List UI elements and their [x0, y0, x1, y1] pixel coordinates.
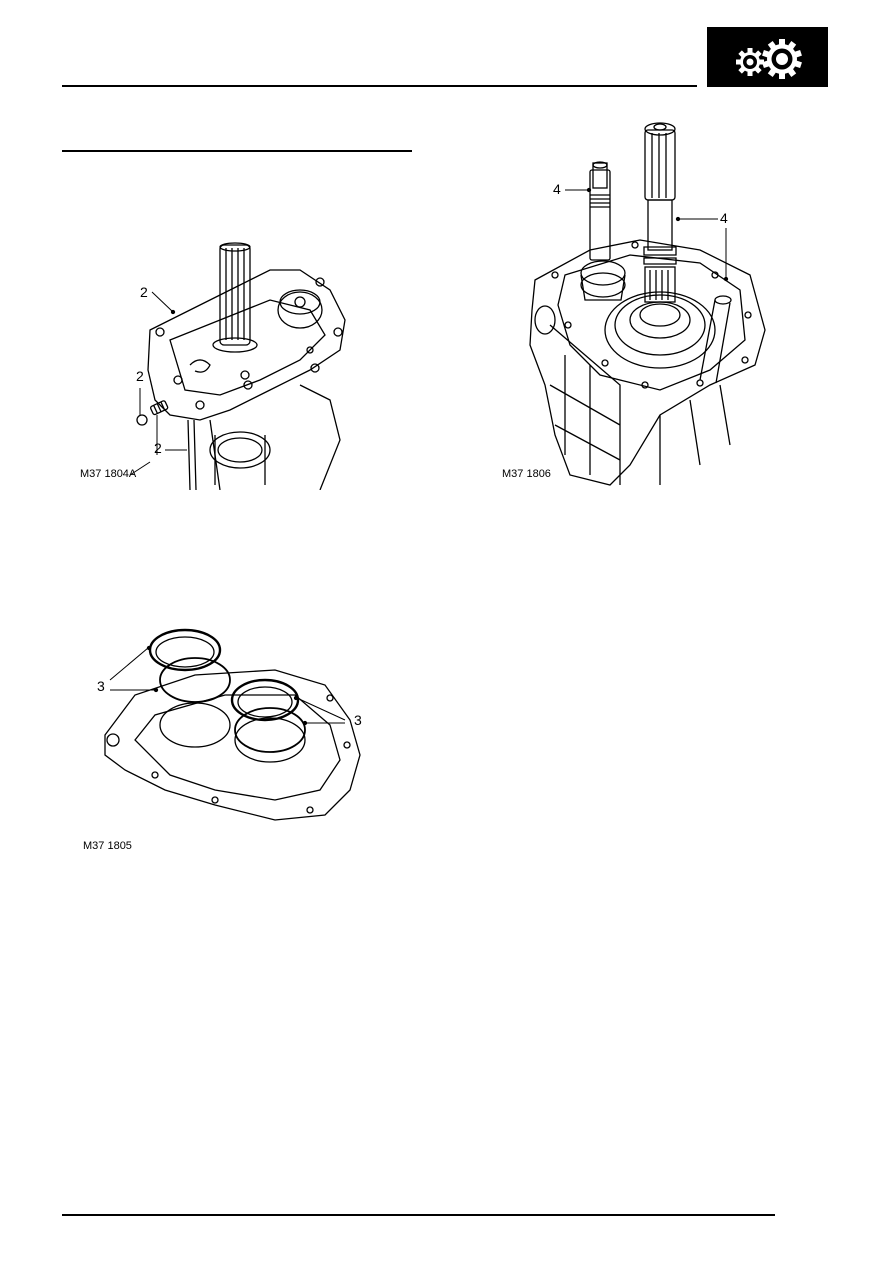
figure-caption: M37 1806: [502, 468, 551, 480]
front-cover-illustration: [129, 242, 346, 490]
gearbox-shafts-illustration: [529, 122, 766, 486]
section-badge: [707, 27, 828, 87]
figure-caption: M37 1804A: [80, 468, 137, 480]
callout-label: 4: [553, 181, 561, 197]
figure-caption: M37 1805: [83, 840, 132, 852]
callout-label: 4: [720, 210, 728, 226]
callout-label: 3: [97, 678, 105, 694]
figure-gearbox-shafts: 4 4 M37 1806: [490, 115, 790, 495]
section-rule: [62, 150, 412, 152]
callout-label: 2: [154, 440, 162, 456]
header-rule: [62, 85, 697, 87]
cover-bearings-illustration: [104, 628, 361, 821]
footer-rule: [62, 1214, 775, 1216]
callout-label: 2: [136, 368, 144, 384]
figure-front-cover: 2 2 2 M37 1804A: [70, 240, 370, 490]
callout-label: 2: [140, 284, 148, 300]
figure-cover-bearings: 3 3 M37 1805: [75, 620, 385, 860]
gears-icon: [736, 39, 802, 79]
callout-label: 3: [354, 712, 362, 728]
